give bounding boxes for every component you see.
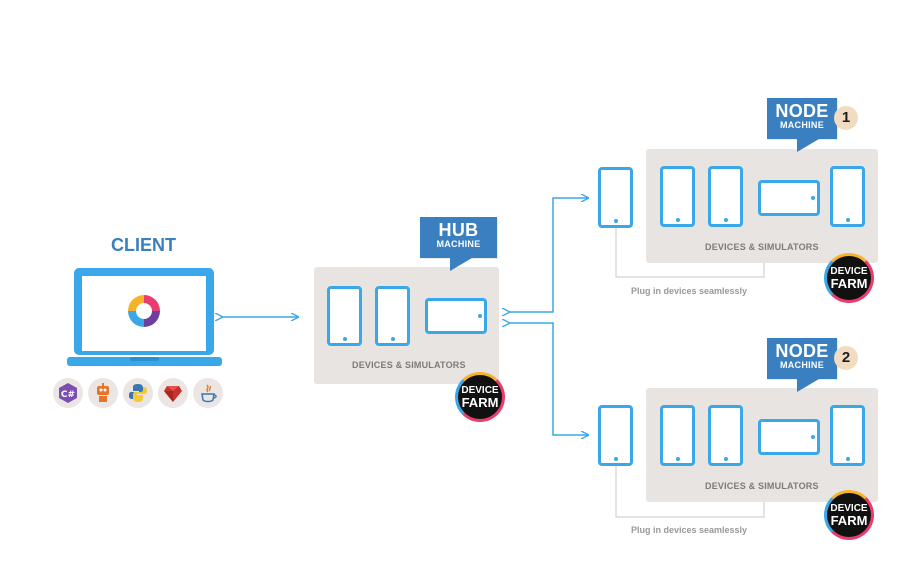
node1-phone-1-icon (660, 166, 695, 227)
node2-badge-line2: FARM (830, 513, 868, 528)
hub-callout-subtitle: MACHINE (436, 239, 481, 249)
hub-badge-line1: DEVICE (461, 385, 499, 396)
appium-logo-icon (126, 293, 162, 329)
node2-plug-label: Plug in devices seamlessly (631, 525, 748, 535)
node2-callout-subtitle: MACHINE (779, 360, 825, 370)
csharp-icon: C# (53, 378, 83, 408)
hub-device-farm-badge: DEVICE FARM (455, 372, 505, 422)
node1-badge-line2: FARM (830, 276, 868, 291)
node2-machine-callout: NODE MACHINE (767, 338, 837, 392)
node1-callout-title: NODE (775, 101, 829, 121)
hub-tablet-icon (425, 298, 487, 334)
node1-badge-line1: DEVICE (830, 266, 868, 277)
node1-plugged-phone-icon (598, 167, 633, 228)
node1-device-farm-badge: DEVICE FARM (824, 253, 874, 303)
node1-machine-callout: NODE MACHINE (767, 98, 837, 152)
ruby-icon (158, 378, 188, 408)
hub-phone-1-icon (327, 286, 362, 346)
hub-machine-callout: HUB MACHINE (420, 217, 497, 271)
node1-devices-label: DEVICES & SIMULATORS (705, 242, 819, 252)
node1-plug-bracket (615, 228, 765, 278)
laptop-icon (67, 267, 222, 372)
node1-number-badge: 1 (834, 106, 858, 130)
node2-phone-1-icon (660, 405, 695, 466)
node2-tablet-icon (758, 419, 820, 455)
node2-devices-label: DEVICES & SIMULATORS (705, 481, 819, 491)
node2-phone-3-icon (830, 405, 865, 466)
python-icon (123, 378, 153, 408)
node1-plug-label: Plug in devices seamlessly (631, 286, 748, 296)
node2-number-badge: 2 (834, 346, 858, 370)
node2-badge-line1: DEVICE (830, 503, 868, 514)
java-icon (193, 378, 223, 408)
node2-device-farm-badge: DEVICE FARM (824, 490, 874, 540)
hub-phone-2-icon (375, 286, 410, 346)
hub-node2-connector (509, 323, 588, 435)
hub-callout-title: HUB (438, 220, 479, 240)
robot-framework-icon (88, 378, 118, 408)
node1-callout-subtitle: MACHINE (779, 120, 825, 130)
node2-phone-2-icon (708, 405, 743, 466)
node2-plugged-phone-icon (598, 405, 633, 466)
node1-tablet-icon (758, 180, 820, 216)
hub-node1-connector (509, 198, 588, 312)
svg-text:C#: C# (61, 390, 75, 400)
node2-callout-title: NODE (775, 341, 829, 361)
node1-phone-2-icon (708, 166, 743, 227)
hub-devices-label: DEVICES & SIMULATORS (352, 360, 466, 370)
client-title: CLIENT (111, 235, 176, 255)
hub-badge-line2: FARM (461, 395, 499, 410)
node1-phone-3-icon (830, 166, 865, 227)
node2-plug-bracket (615, 466, 765, 518)
